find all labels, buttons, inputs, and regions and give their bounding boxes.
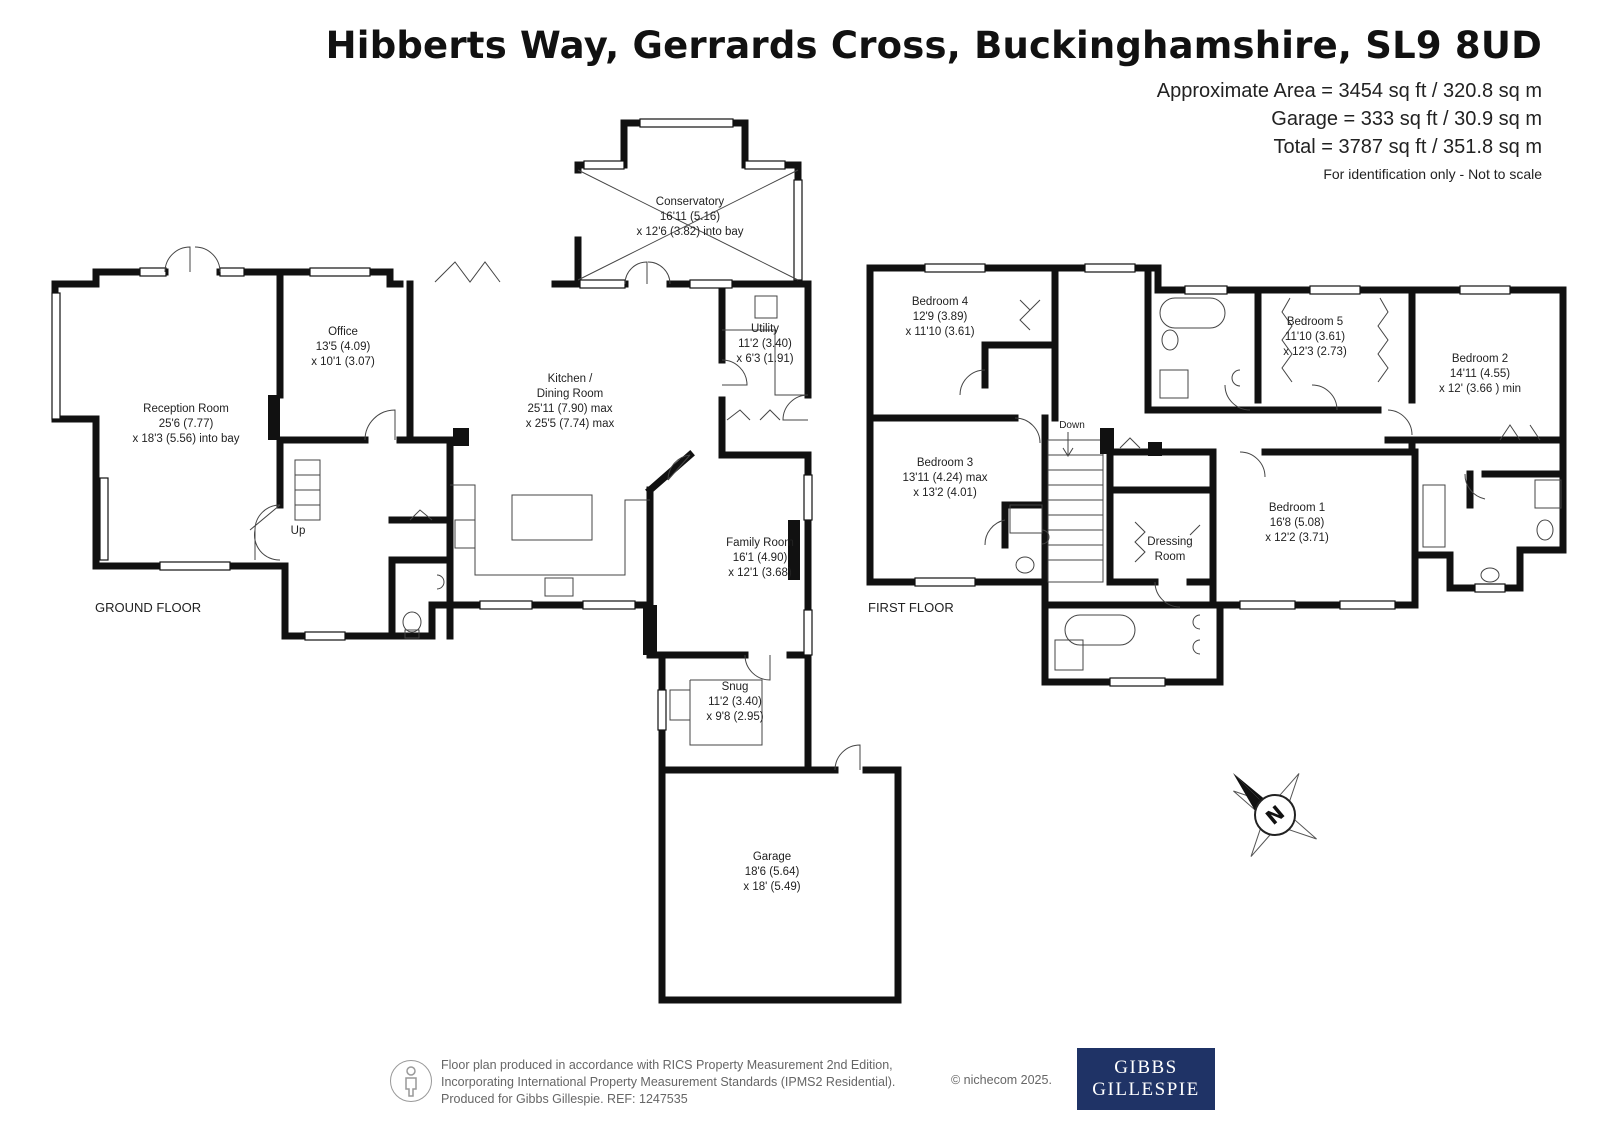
- room-label-line: Bedroom 4: [912, 296, 969, 308]
- first-floor-windows: [914, 263, 1511, 687]
- room-label-conservatory: Conservatory 16'11 (5.16) x 12'6 (3.82) in…: [636, 196, 743, 238]
- copyright: © nichecom 2025.: [951, 1073, 1052, 1087]
- room-label-line: Kitchen /: [548, 373, 594, 385]
- room-label-family: Family Room 16'1 (4.90) x 12'1 (3.68): [726, 537, 794, 579]
- scale-note: For identification only - Not to scale: [1323, 166, 1542, 182]
- room-label-snug: Snug 11'2 (3.40) x 9'8 (2.95): [706, 681, 763, 723]
- room-label-line: 11'2 (3.40): [738, 338, 792, 350]
- room-label-reception: Reception Room 25'6 (7.77) x 18'3 (5.56) i…: [132, 403, 239, 445]
- stairs-down-label: Down: [1059, 420, 1085, 431]
- stairs-up-label: Up: [291, 525, 306, 537]
- room-label-line: x 12'2 (3.71): [1265, 532, 1329, 544]
- total-area: Total = 3787 sq ft / 351.8 sq m: [1273, 136, 1543, 158]
- first-floor-label: FIRST FLOOR: [868, 600, 954, 615]
- room-label-line: 13'11 (4.24) max: [902, 472, 987, 484]
- room-label-line: x 10'1 (3.07): [311, 356, 375, 368]
- room-label-line: Reception Room: [143, 403, 229, 415]
- room-label-line: Family Room: [726, 537, 794, 549]
- room-label-bedroom3: Bedroom 3 13'11 (4.24) max x 13'2 (4.01): [902, 457, 987, 499]
- footer-line-1: Floor plan produced in accordance with R…: [441, 1058, 893, 1072]
- room-label-line: 12'9 (3.89): [913, 311, 968, 323]
- room-label-line: Utility: [751, 323, 779, 335]
- room-label-line: x 12'3 (2.73): [1283, 346, 1347, 358]
- room-label-line: 25'11 (7.90) max: [527, 403, 612, 415]
- rics-statement: Floor plan produced in accordance with R…: [441, 1057, 895, 1108]
- ground-floor-wall-blocks: [268, 395, 800, 655]
- ground-floor-details: [164, 169, 861, 771]
- room-label-line: Dressing: [1147, 536, 1192, 548]
- brand-line-2: GILLESPIE: [1092, 1079, 1200, 1100]
- room-label-line: 16'8 (5.08): [1270, 517, 1325, 529]
- person-icon: [390, 1060, 432, 1102]
- room-label-line: x 12'6 (3.82) into bay: [636, 226, 743, 238]
- room-label-line: x 12' (3.66 ) min: [1439, 383, 1521, 395]
- brand-logo: GIBBS GILLESPIE: [1077, 1048, 1215, 1110]
- ground-floor-label: GROUND FLOOR: [95, 600, 201, 615]
- room-label-bedroom4: Bedroom 4 12'9 (3.89) x 11'10 (3.61): [905, 296, 974, 338]
- room-label-office: Office 13'5 (4.09) x 10'1 (3.07): [311, 326, 375, 368]
- brand-line-1: GIBBS: [1114, 1057, 1178, 1078]
- room-label-line: Office: [328, 326, 358, 338]
- room-label-line: 16'11 (5.16): [660, 211, 720, 223]
- room-labels: Conservatory 16'11 (5.16) x 12'6 (3.82) in…: [132, 196, 1521, 893]
- room-label-line: 11'2 (3.40): [708, 696, 762, 708]
- room-label-line: Bedroom 1: [1269, 502, 1325, 514]
- room-label-line: x 18' (5.49): [743, 881, 800, 893]
- ground-floor-windows: [51, 118, 813, 731]
- compass-icon: N: [1233, 773, 1317, 857]
- room-label-line: x 6'3 (1.91): [736, 353, 793, 365]
- area-summary: Approximate Area = 3454 sq ft / 320.8 sq…: [1157, 77, 1542, 187]
- room-label-bedroom5: Bedroom 5 11'10 (3.61) x 12'3 (2.73): [1283, 316, 1347, 358]
- room-label-line: 18'6 (5.64): [745, 866, 800, 878]
- room-label-line: x 12'1 (3.68): [728, 567, 792, 579]
- room-label-line: x 25'5 (7.74) max: [526, 418, 615, 430]
- footer-line-2: Incorporating International Property Mea…: [441, 1075, 896, 1089]
- room-label-line: x 13'2 (4.01): [913, 487, 977, 499]
- room-label-line: x 9'8 (2.95): [706, 711, 763, 723]
- room-label-line: Conservatory: [656, 196, 725, 208]
- room-label-line: Dining Room: [537, 388, 603, 400]
- room-label-line: Snug: [722, 681, 749, 693]
- page-title: Hibberts Way, Gerrards Cross, Buckingham…: [325, 24, 1542, 67]
- room-label-kitchen: Kitchen / Dining Room 25'11 (7.90) max x 25…: [526, 373, 615, 430]
- first-floor-details: [959, 297, 1562, 671]
- room-label-line: x 18'3 (5.56) into bay: [132, 433, 239, 445]
- room-label-utility: Utility 11'2 (3.40) x 6'3 (1.91): [736, 323, 793, 365]
- first-floor-wall-blocks: [1100, 428, 1162, 456]
- room-label-line: 13'5 (4.09): [316, 341, 371, 353]
- room-label-line: Garage: [753, 851, 791, 863]
- room-label-garage: Garage 18'6 (5.64) x 18' (5.49): [743, 851, 800, 893]
- room-label-line: 25'6 (7.77): [159, 418, 214, 430]
- room-label-line: Bedroom 3: [917, 457, 973, 469]
- room-label-line: 16'1 (4.90): [733, 552, 788, 564]
- room-label-line: 11'10 (3.61): [1285, 331, 1345, 343]
- room-label-line: Bedroom 5: [1287, 316, 1343, 328]
- room-label-line: 14'11 (4.55): [1450, 368, 1510, 380]
- room-label-line: x 11'10 (3.61): [905, 326, 974, 338]
- room-label-line: Bedroom 2: [1452, 353, 1508, 365]
- room-label-bedroom2: Bedroom 2 14'11 (4.55) x 12' (3.66 ) min: [1439, 353, 1521, 395]
- garage-area: Garage = 333 sq ft / 30.9 sq m: [1271, 108, 1542, 130]
- room-label-line: Room: [1155, 551, 1186, 563]
- approx-area: Approximate Area = 3454 sq ft / 320.8 sq…: [1156, 80, 1542, 102]
- footer-line-3: Produced for Gibbs Gillespie. REF: 12475…: [441, 1092, 688, 1106]
- room-label-bedroom1: Bedroom 1 16'8 (5.08) x 12'2 (3.71): [1265, 502, 1329, 544]
